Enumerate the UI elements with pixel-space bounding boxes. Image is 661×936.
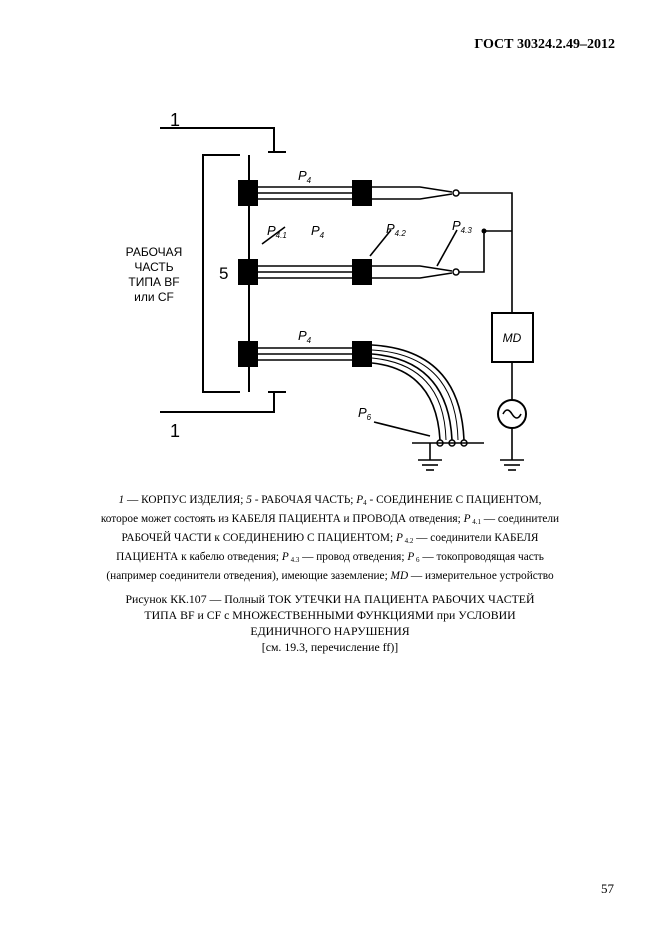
caption-line-2: ТИПА BF и CF с МНОЖЕСТВЕННЫМИ ФУНКЦИЯМИ …	[144, 608, 516, 622]
label-enclosure-bottom: 1	[170, 421, 180, 441]
svg-text:P4: P4	[311, 223, 325, 240]
applied-part-box	[202, 154, 240, 393]
leakage-current-diagram: 1 1 5 РАБОЧАЯ ЧАСТЬ ТИПА BF или CF P4 P4…	[126, 110, 534, 471]
measuring-device-label: MD	[503, 331, 522, 345]
applied-part-line-2: ЧАСТЬ	[134, 260, 173, 274]
enclosure-top-line	[160, 127, 275, 152]
enclosure-bottom-line	[160, 392, 275, 413]
figure-legend: 1 — КОРПУС ИЗДЕЛИЯ; 5 - РАБОЧАЯ ЧАСТЬ; P…	[100, 494, 560, 582]
applied-part-connector-2	[238, 259, 258, 285]
figure-caption: Рисунок КК.107 — Полный ТОК УТЕЧКИ НА ПА…	[95, 591, 565, 655]
svg-text:P4.2: P4.2	[386, 221, 406, 238]
label-enclosure-top: 1	[170, 110, 180, 130]
applied-part-line-3: ТИПА BF	[128, 275, 179, 289]
document-standard-header: ГОСТ 30324.2.49–2012	[474, 37, 615, 52]
svg-text:P6: P6	[358, 405, 372, 422]
caption-line-4: [см. 19.3, перечисление ff)]	[261, 640, 399, 654]
applied-part-line-1: РАБОЧАЯ	[126, 245, 183, 259]
applied-part-line-4: или CF	[134, 290, 174, 304]
cable-connector-2	[352, 259, 372, 285]
label-applied-part-5: 5	[219, 264, 228, 283]
caption-line-1: Рисунок КК.107 — Полный ТОК УТЕЧКИ НА ПА…	[125, 592, 535, 606]
applied-part-connector-1	[238, 180, 258, 206]
svg-text:P4.1: P4.1	[267, 223, 287, 240]
cable-connector-3	[352, 341, 372, 367]
page-number: 57	[601, 881, 614, 896]
svg-text:P4.3: P4.3	[452, 218, 472, 235]
applied-part-connector-3	[238, 341, 258, 367]
cable-connector-1	[352, 180, 372, 206]
caption-line-3: ЕДИНИЧНОГО НАРУШЕНИЯ	[250, 624, 410, 638]
svg-text:P4: P4	[298, 328, 312, 345]
svg-text:P4: P4	[298, 168, 312, 185]
